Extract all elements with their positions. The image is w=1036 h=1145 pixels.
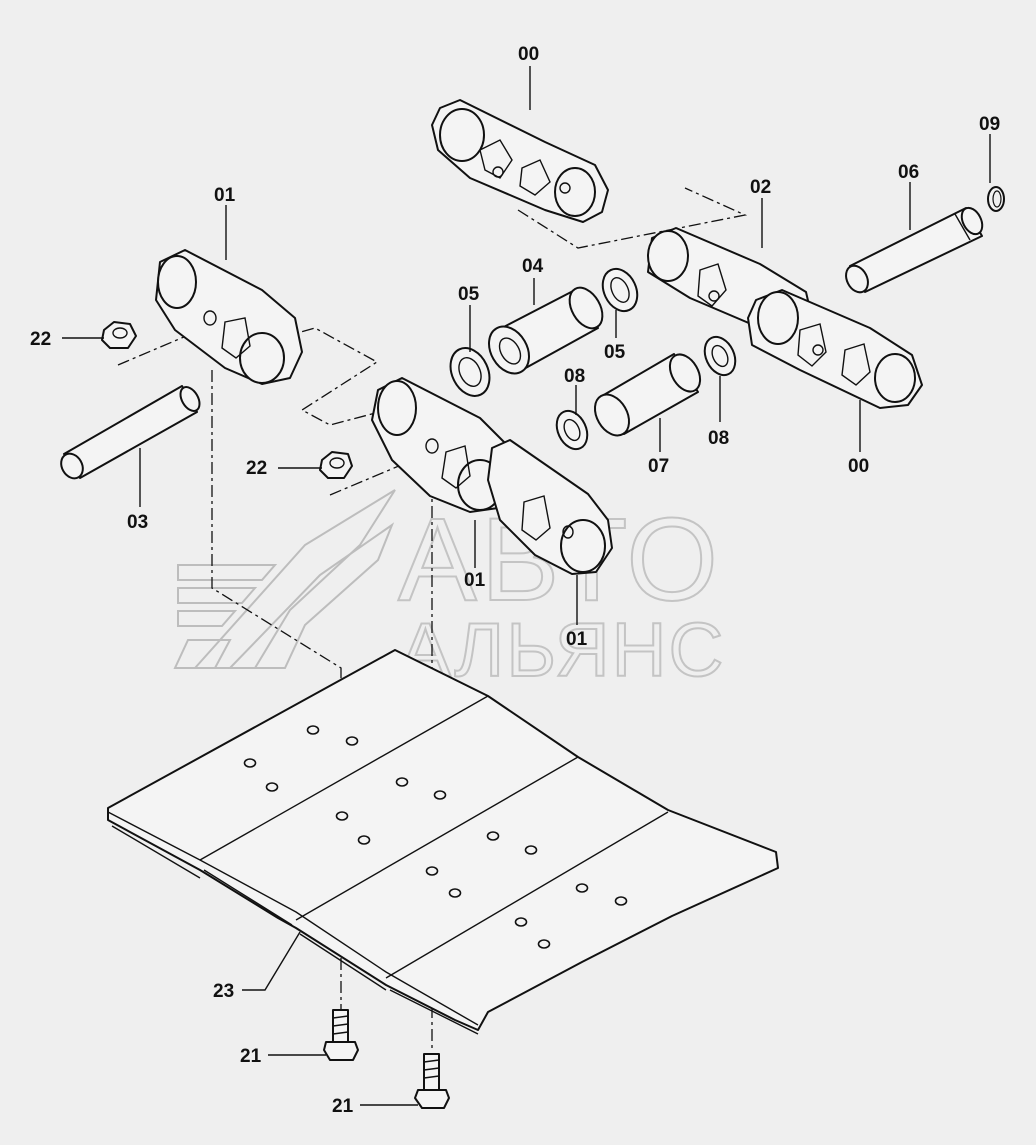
label-master-link-right: 02 xyxy=(750,177,771,198)
dust-seal-right xyxy=(601,267,639,313)
label-bushing: 04 xyxy=(522,256,544,277)
avtoalyans-logo-icon xyxy=(173,489,396,669)
label-bolt-right: 21 xyxy=(332,1096,354,1117)
track-link-center-a xyxy=(371,377,513,513)
track-link-top xyxy=(431,99,609,223)
spacer-ring-right xyxy=(703,335,737,377)
label-shoe-plate: 23 xyxy=(213,981,234,1002)
label-link-center-b: 01 xyxy=(566,629,588,650)
track-pin-right xyxy=(845,206,984,294)
watermark: АВТО АЛЬЯНС xyxy=(173,489,724,694)
label-link-center-a: 01 xyxy=(464,570,486,591)
track-pin-left xyxy=(60,385,201,480)
label-pin-right: 06 xyxy=(898,162,919,183)
label-link-right: 00 xyxy=(848,456,869,477)
leader-lines xyxy=(62,66,991,1106)
label-link-top: 00 xyxy=(518,44,539,65)
label-bolt-left: 21 xyxy=(240,1046,262,1067)
nut-left xyxy=(101,321,137,349)
label-link-left: 01 xyxy=(214,185,236,206)
label-seal-right: 05 xyxy=(604,342,626,363)
dust-seal-left xyxy=(449,347,491,397)
shoe-bolt-holes xyxy=(243,725,628,949)
label-nut-center: 22 xyxy=(246,458,267,479)
track-link-left xyxy=(155,249,303,385)
nut-center xyxy=(319,451,353,479)
label-spacer: 07 xyxy=(648,456,669,477)
snap-ring xyxy=(987,186,1005,212)
label-snap-ring: 09 xyxy=(979,114,1000,135)
track-spacer xyxy=(593,353,702,437)
part-labels: 00 09 06 02 01 04 05 05 22 08 08 07 00 2… xyxy=(30,44,1000,1117)
track-link-right-00 xyxy=(747,289,923,409)
track-link-center-b xyxy=(487,439,613,575)
label-spacer-ring-left: 08 xyxy=(564,366,585,387)
label-nut-left: 22 xyxy=(30,329,51,350)
bolt-right xyxy=(414,1053,450,1109)
track-bushing xyxy=(488,286,604,375)
spacer-ring-left xyxy=(555,409,589,451)
label-seal-left: 05 xyxy=(458,284,480,305)
track-shoe-plate xyxy=(107,649,779,1035)
label-spacer-ring-right: 08 xyxy=(708,428,729,449)
label-pin-left: 03 xyxy=(127,512,148,533)
bolt-left xyxy=(323,1009,359,1061)
